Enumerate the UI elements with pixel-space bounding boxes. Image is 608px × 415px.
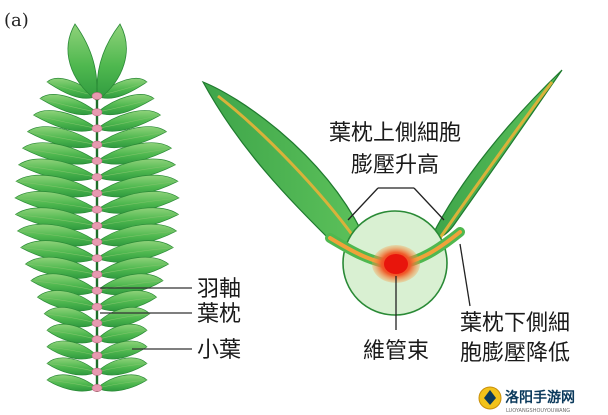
pulvinus-dot-11 (91, 254, 103, 263)
cross-section-right-vein (438, 81, 554, 239)
top-leaflet-right (96, 23, 127, 101)
cross-section-left-vein (217, 94, 358, 241)
pulvinus-dot-2 (91, 108, 103, 117)
leaflet-left-17 (46, 340, 98, 360)
leaflet-vein-left-13 (30, 280, 98, 291)
watermark-title: 洛阳手游网 (505, 389, 575, 406)
leaflets-right (96, 78, 180, 392)
leaflet-right-16 (96, 323, 148, 344)
pulvinus-dot-19 (91, 384, 103, 392)
pulvinus-dot-6 (91, 173, 103, 182)
pulvinus-dot-5 (91, 156, 103, 165)
lower-cells-label-line2: 胞膨壓降低 (460, 341, 570, 366)
leaflet-right-15 (96, 307, 151, 328)
leaflet-vein-right-4 (96, 131, 167, 145)
watermark-subtitle: LUOYANGSHOUYOUWANG (506, 408, 570, 414)
leaflet-vein-left-11 (20, 247, 98, 259)
leaflet-right-19 (96, 374, 148, 392)
pulvinus-dot-18 (91, 367, 103, 376)
leaflet-right-17 (96, 340, 148, 360)
upper-cells-label-line1: 葉枕上側細胞 (329, 121, 461, 146)
pulvinus-dot-8 (91, 205, 103, 214)
leaflet-left-19 (46, 374, 98, 392)
watermark: 洛阳手游网 LUOYANGSHOUYOUWANG (478, 386, 575, 414)
pulvinus-dot-14 (91, 302, 103, 311)
watermark-logo-mark (484, 390, 496, 405)
lower-cells-leader (459, 243, 471, 307)
pulvinus-dot-12 (91, 270, 103, 279)
leaflet-vein-left-6 (18, 164, 98, 178)
leaflet-vein-right-11 (96, 247, 174, 259)
leaflet-vein-left-10 (17, 230, 98, 243)
pulvini (91, 92, 103, 392)
leaflet-left-3 (32, 110, 98, 132)
pulvinus-dot-3 (91, 124, 103, 133)
leaflet-left-18 (46, 357, 98, 376)
vascular-bundle-core (384, 254, 408, 274)
leaflet-vein-right-13 (96, 280, 164, 291)
pulvinus-dot-4 (91, 140, 103, 149)
leaflet-vein-left-8 (14, 197, 98, 210)
pulvinus-dot-13 (91, 286, 103, 295)
leaflet-vein-left-3 (33, 114, 98, 129)
leaflet-vein-left-12 (25, 263, 98, 275)
vascular-bundle-label: 維管束 (363, 339, 429, 364)
leaflet-right-18 (96, 357, 148, 376)
pulvinus-label: 葉枕 (197, 302, 241, 327)
pulvinus-dot-17 (91, 351, 103, 360)
leaflet-vein-left-7 (16, 181, 98, 194)
cross-section-left-leaflet (201, 80, 363, 248)
upper-bracket-left (347, 187, 379, 221)
pulvinus-dot-10 (91, 238, 103, 246)
leaflet-left-5 (21, 142, 98, 165)
leaflet-vein-left-9 (15, 214, 98, 227)
pulvinus-dot-15 (91, 319, 103, 328)
leaflet-vein-right-6 (96, 164, 176, 178)
pulvinus-dot-16 (91, 335, 103, 344)
pulvinus-dot-9 (91, 221, 103, 230)
pulvinus-dot-1 (91, 92, 103, 100)
leaflet-vein-right-12 (96, 263, 169, 275)
upper-bracket-right (413, 187, 445, 221)
leaflet-vein-right-7 (96, 181, 178, 194)
leaflet-vein-left-4 (27, 131, 98, 145)
leaflet-vein-right-8 (96, 197, 180, 210)
pulvinus-dot-7 (91, 189, 103, 198)
rachis-label: 羽軸 (197, 277, 241, 302)
leaflets-left (14, 78, 98, 392)
lower-cells-label-line1: 葉枕下側細 (460, 311, 570, 336)
leaflet-left-15 (43, 307, 98, 328)
leaflet-left-2 (39, 94, 98, 116)
leaflet-vein-right-5 (96, 147, 172, 162)
leaflet-right-3 (96, 110, 162, 132)
leaflet-vein-left-5 (22, 147, 98, 162)
upper-cells-label-line2: 膨壓升高 (351, 153, 439, 178)
top-leaflet-left (67, 23, 98, 101)
leaflet-vein-right-9 (96, 214, 179, 227)
leaflet-left-16 (46, 323, 98, 344)
leaflet-label: 小葉 (197, 338, 241, 363)
panel-label: (a) (4, 10, 29, 31)
leaflet-vein-right-3 (96, 114, 161, 129)
leaflet-vein-right-10 (96, 230, 177, 243)
